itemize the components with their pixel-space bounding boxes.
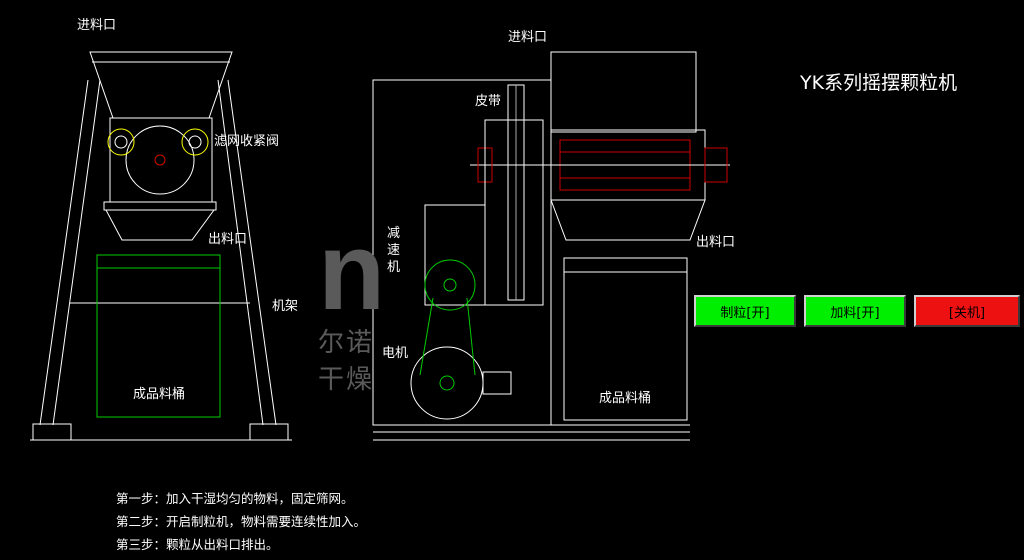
left-machine-view	[30, 51, 292, 441]
step-3: 第三步：颗粒从出料口排出。	[116, 537, 279, 552]
watermark: n 尔诺干燥	[318, 210, 386, 396]
left-bucket-label: 成品料桶	[133, 387, 186, 402]
left-outlet-label: 出料口	[208, 232, 248, 247]
reducer-label-3: 机	[387, 260, 401, 275]
belt-label: 皮带	[475, 94, 502, 109]
instruction-steps: 第一步：加入干湿均匀的物料，固定筛网。 第二步：开启制粒机，物料需要连续性加入。…	[116, 487, 366, 556]
watermark-logo: n	[318, 210, 386, 333]
watermark-text: 尔诺干燥	[318, 328, 375, 395]
feed-button[interactable]: 加料[开]	[804, 295, 906, 327]
right-machine-view	[372, 51, 730, 441]
left-inlet-label: 进料口	[77, 18, 117, 33]
right-bucket-label: 成品料桶	[599, 391, 652, 406]
granulate-button[interactable]: 制粒[开]	[694, 295, 796, 327]
right-inlet-label: 进料口	[508, 30, 548, 45]
step-2: 第二步：开启制粒机，物料需要连续性加入。	[116, 514, 367, 529]
page-title: YK系列摇摆颗粒机	[800, 72, 958, 94]
shutdown-button[interactable]: [关机]	[914, 295, 1020, 327]
left-frame-label: 机架	[272, 299, 299, 314]
reducer-label-2: 速	[387, 243, 401, 258]
left-valve-label: 滤网收紧阀	[214, 134, 280, 149]
right-outlet-label: 出料口	[696, 235, 736, 250]
step-1: 第一步：加入干湿均匀的物料，固定筛网。	[116, 491, 354, 506]
motor-label: 电机	[382, 346, 409, 361]
reducer-label-1: 减	[387, 226, 401, 241]
